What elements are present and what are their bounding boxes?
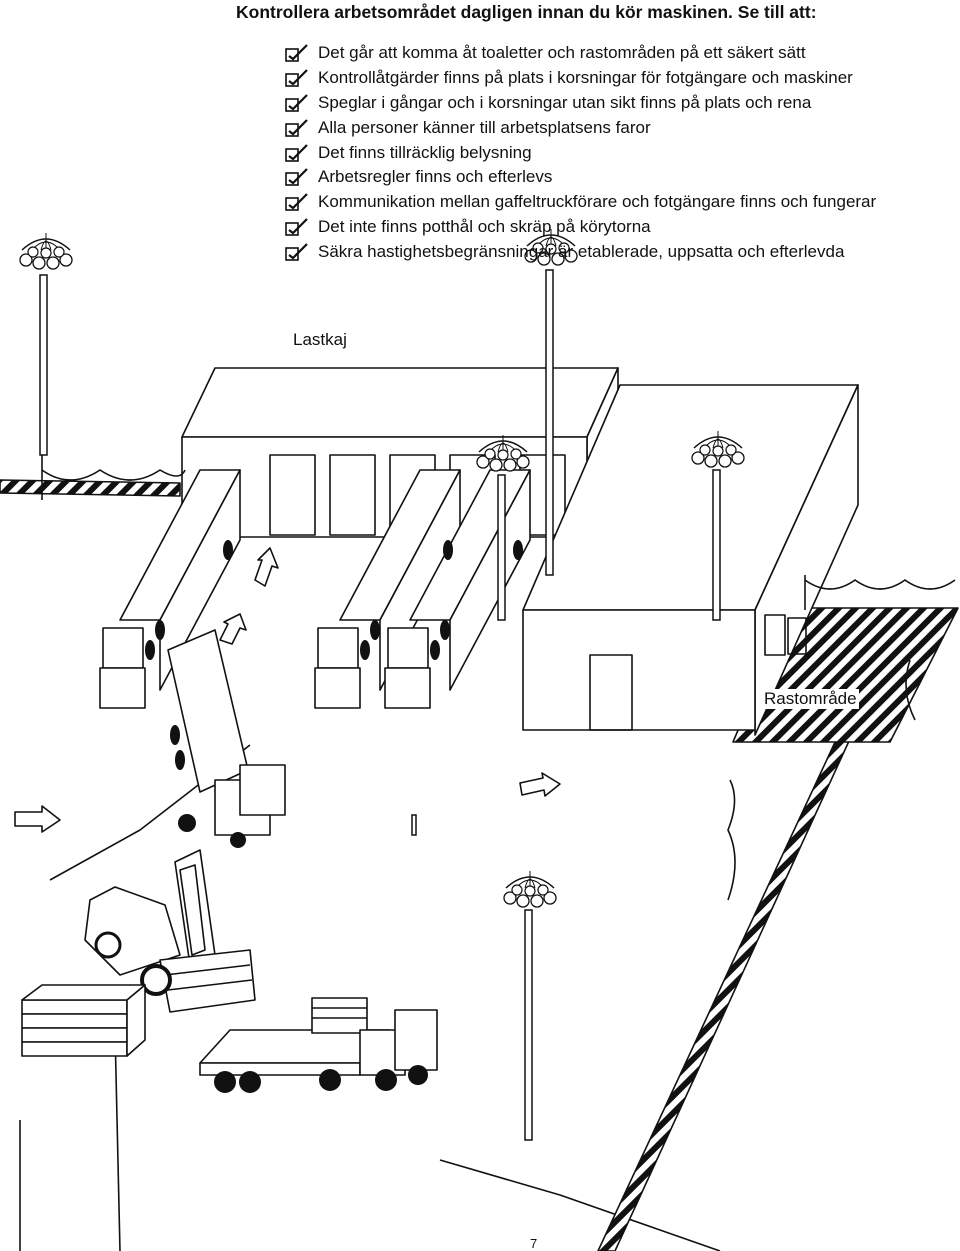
safety-checklist: Det går att komma åt toaletter och rasto… xyxy=(285,41,876,264)
checklist-item: Det finns tillräcklig belysning xyxy=(285,140,876,165)
checkbox-checked-icon xyxy=(285,119,308,137)
page-heading: Kontrollera arbetsområdet dagligen innan… xyxy=(236,2,817,22)
checkbox-checked-icon xyxy=(285,69,308,87)
checklist-item-text: Säkra hastighetsbegränsningar är etabler… xyxy=(318,241,845,261)
checkbox-checked-icon xyxy=(285,94,308,112)
checklist-item-text: Det går att komma åt toaletter och rasto… xyxy=(318,43,806,63)
checklist-item: Alla personer känner till arbetsplatsens… xyxy=(285,115,876,140)
checklist-item-text: Arbetsregler finns och efterlevs xyxy=(318,167,553,187)
checklist-item-text: Det inte finns potthål och skräp på köry… xyxy=(318,216,651,236)
checkbox-checked-icon xyxy=(285,168,308,187)
checklist-item: Speglar i gångar och i korsningar utan s… xyxy=(285,91,876,116)
checklist-item-text: Kontrollåtgärder finns på plats i korsni… xyxy=(318,68,853,88)
checkbox-checked-icon xyxy=(285,143,308,162)
loading-dock-label: Lastkaj xyxy=(293,330,347,349)
checkbox-checked-icon xyxy=(285,44,308,63)
checklist-item: Det går att komma åt toaletter och rasto… xyxy=(285,41,876,66)
checklist-item-text: Alla personer känner till arbetsplatsens… xyxy=(318,117,651,137)
checkbox-checked-icon xyxy=(285,193,308,211)
checklist-item: Det inte finns potthål och skräp på köry… xyxy=(285,215,876,240)
rest-area-label: Rastområde xyxy=(762,689,859,709)
checklist-item: Arbetsregler finns och efterlevs xyxy=(285,165,876,190)
checkbox-checked-icon xyxy=(285,218,308,236)
checklist-item: Kommunikation mellan gaffeltruckförare o… xyxy=(285,190,876,215)
checklist-item-text: Kommunikation mellan gaffeltruckförare o… xyxy=(318,192,877,212)
checklist-item-text: Det finns tillräcklig belysning xyxy=(318,142,532,162)
checklist-item: Säkra hastighetsbegränsningar är etabler… xyxy=(285,239,876,264)
checklist-item-text: Speglar i gångar och i korsningar utan s… xyxy=(318,92,812,112)
checkbox-checked-icon xyxy=(285,242,308,261)
page-number: 7 xyxy=(530,1236,538,1251)
checklist-item: Kontrollåtgärder finns på plats i korsni… xyxy=(285,66,876,91)
